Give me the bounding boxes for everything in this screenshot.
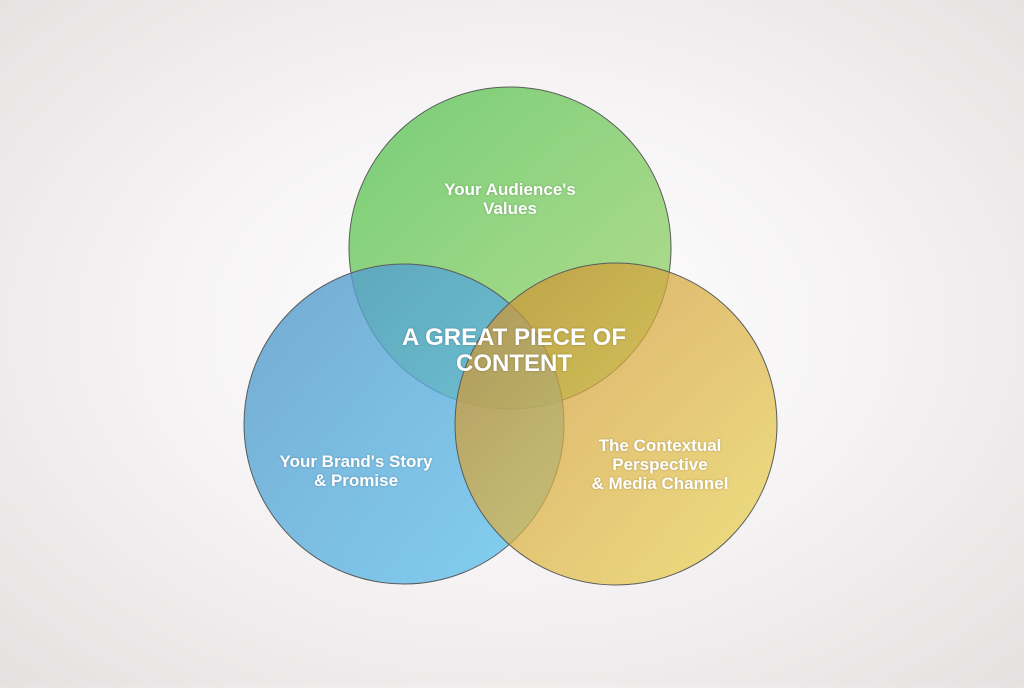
context-label-line-2: Perspective [612, 455, 708, 475]
center-label-line-2: CONTENT [456, 350, 572, 378]
center-label-line-1: A GREAT PIECE OF [401, 324, 626, 351]
context-label-line-1: The Contextual [598, 436, 722, 455]
audience-values-label: Your Audience's Values [400, 180, 620, 218]
brand-label-line-2: & Promise [313, 471, 399, 491]
context-label-line-3: & Media Channel [591, 474, 729, 494]
circle-context [454, 262, 778, 586]
brand-story-label: Your Brand's Story & Promise [244, 452, 468, 490]
audience-label-line-2: Values [483, 199, 537, 219]
contextual-perspective-label: The Contextual Perspective & Media Chann… [548, 436, 772, 493]
center-intersection-label: A GREAT PIECE OF CONTENT [364, 324, 664, 378]
brand-label-line-1: Your Brand's Story [279, 452, 433, 471]
audience-label-line-1: Your Audience's [444, 180, 576, 199]
